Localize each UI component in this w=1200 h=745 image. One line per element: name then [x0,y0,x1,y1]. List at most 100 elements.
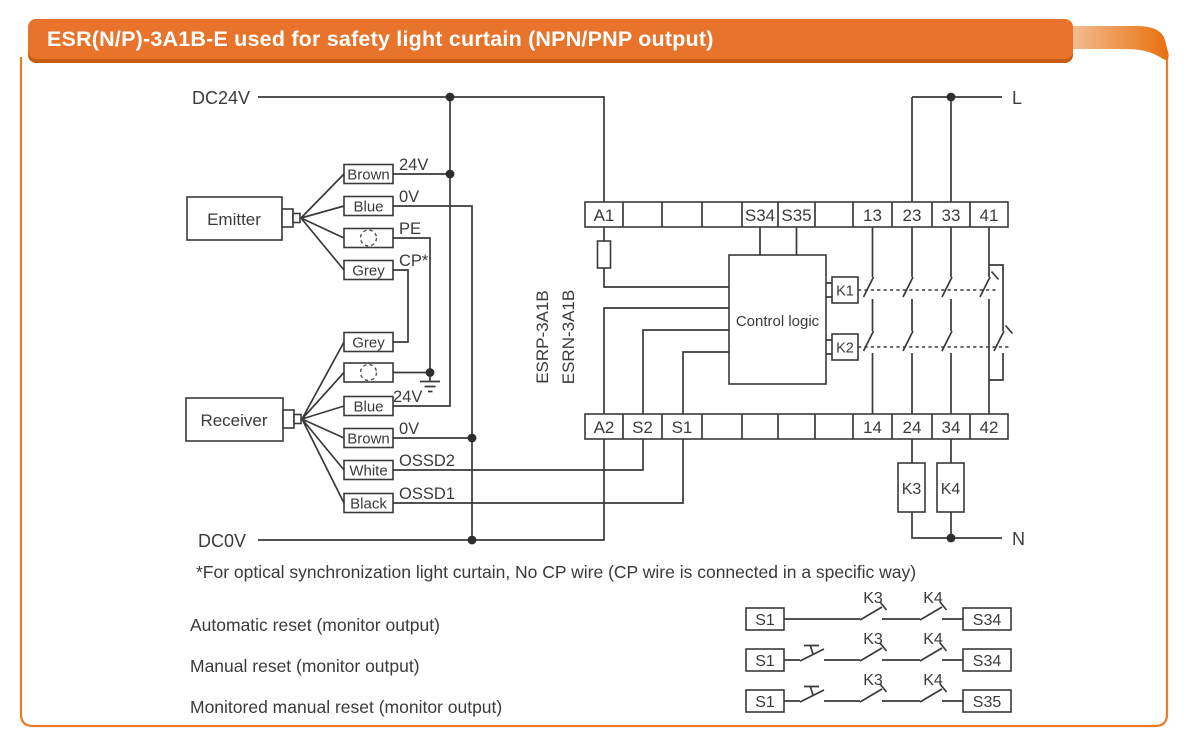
k3-nc-contact [859,642,888,662]
receiver-box [185,397,284,442]
k4-nc-contact [919,601,948,621]
external-contactors: K3 K4 [897,439,1002,539]
bottom-terminal-row [584,413,1009,440]
s1-terminal-label: S1 [755,694,775,711]
emitter-wire-box-shield [343,227,394,249]
k3-contact-label: K3 [863,590,883,607]
k3-contact-label: K3 [863,672,883,689]
line-rail [911,96,1002,202]
receiver-wire-box-shield [343,362,394,383]
k2-relay-box [831,333,859,361]
emitter-connector [281,208,294,228]
k4-contactor-box [936,462,965,513]
emitter-signal-cp: CP* [399,252,429,270]
terminal-label-s1: S1 [672,418,693,437]
terminal-label-a2: A2 [594,418,615,437]
neutral-label: N [1012,529,1025,549]
top-terminal-separators [622,202,971,227]
control-logic-label: Control logic [736,313,820,330]
dc0v-rail [258,439,605,541]
receiver-signal-24v: 24V [393,388,422,406]
terminal-label-14: 14 [863,418,882,437]
dc24v-rail [258,96,605,202]
terminal-label-s35: S35 [781,206,811,225]
contact-column-23-24 [902,227,914,414]
top-terminal-row [584,201,1009,228]
relay-terminal-rows: A1 S34 S35 13 23 33 41 A2 S2 S1 14 24 34… [584,201,1009,440]
receiver-wire-label: White [349,463,387,480]
reset-circuit-monitored-manual: S1 S35 K3 K4 [745,672,1012,713]
k4-nc-contact [919,683,948,703]
k1-relay-label: K1 [836,284,854,300]
terminal-label-42: 42 [980,418,999,437]
reset-caption-manual: Manual reset (monitor output) [190,656,420,676]
fuse-icon [596,240,612,269]
emitter-signal-24v: 24V [399,156,428,174]
reset-circuit-manual: S1 S34 K3 K4 [745,631,1012,672]
receiver-signal-0v: 0V [399,420,419,438]
emitter-connector-pin [292,212,301,224]
emitter-wire-label: Blue [353,199,383,216]
ossd2-wire [393,439,644,471]
receiver-connector [282,409,295,429]
s35-terminal-label: S35 [973,694,1002,711]
reset-caption-monitored: Monitored manual reset (monitor output) [190,697,502,717]
k4-contact-label: K4 [923,631,943,648]
relay-output-contacts [862,227,1014,414]
supply-0v-wire [393,205,473,540]
emitter: Emitter Brown Blue Grey 24V 0V PE CP* [186,97,473,540]
shield-wire-icon [359,229,378,247]
contact-column-41-42-nc [979,227,1014,414]
terminal-label-24: 24 [903,418,922,437]
reset-circuit-automatic: S1 S34 K3 K4 [745,590,1012,631]
k3-contact-label: K3 [863,631,883,648]
k3-contactor-box [897,462,926,513]
terminal-label-s2: S2 [632,418,653,437]
supply-24v-wire [393,97,451,407]
terminal-label-34: 34 [942,418,961,437]
reset-caption-automatic: Automatic reset (monitor output) [190,615,440,635]
cp-sync-wire [393,269,409,343]
line-label: L [1012,88,1022,108]
receiver-wire-label: Grey [352,335,385,352]
receiver-connector-pin [293,413,302,425]
receiver-signal-ossd1: OSSD1 [399,485,455,503]
s34-s35-wires [759,227,798,255]
emitter-wire-label: Brown [347,167,390,184]
terminal-label-13: 13 [863,206,882,225]
receiver-cable-fan [301,341,345,504]
emitter-pe-wire [393,237,431,373]
k3-contactor-label: K3 [902,481,922,498]
contact-column-13-14 [862,227,875,414]
s1-terminal-label: S1 [755,612,775,629]
emitter-cable-fan [300,173,345,271]
relay-model-npn: ESRN-3A1B [559,290,578,384]
s2-control-wire [642,329,729,414]
power-rails: DC24V DC0V L N [192,88,1025,551]
header-banner: ESR(N/P)-3A1B-E used for safety light cu… [28,19,1073,59]
k4-contactor-label: K4 [941,481,961,498]
receiver-signal-ossd2: OSSD2 [399,452,455,470]
emitter-signal-0v: 0V [399,188,419,206]
control-logic-box [728,254,827,385]
footnote: *For optical synchronization light curta… [196,562,916,582]
emitter-label: Emitter [207,210,261,229]
shield-wire-icon [359,363,378,382]
page-title: ESR(N/P)-3A1B-E used for safety light cu… [47,27,714,51]
relay-model-pnp: ESRP-3A1B [533,290,552,384]
terminal-label-a1: A1 [594,206,615,225]
emitter-wire-label: Grey [352,263,385,280]
s1-control-wire [682,351,729,414]
k4-nc-contact [919,642,948,662]
contact-column-33-34 [941,227,953,414]
s34-terminal-label: S34 [973,612,1002,629]
emitter-box [186,196,283,241]
receiver-wire-label: Brown [347,431,390,448]
receiver-wire-box-blue [343,395,394,417]
receiver-wire-label: Blue [353,399,383,416]
receiver-label: Receiver [200,411,267,430]
bottom-terminal-separators [622,414,971,439]
a1-fuse-wire [603,227,729,288]
